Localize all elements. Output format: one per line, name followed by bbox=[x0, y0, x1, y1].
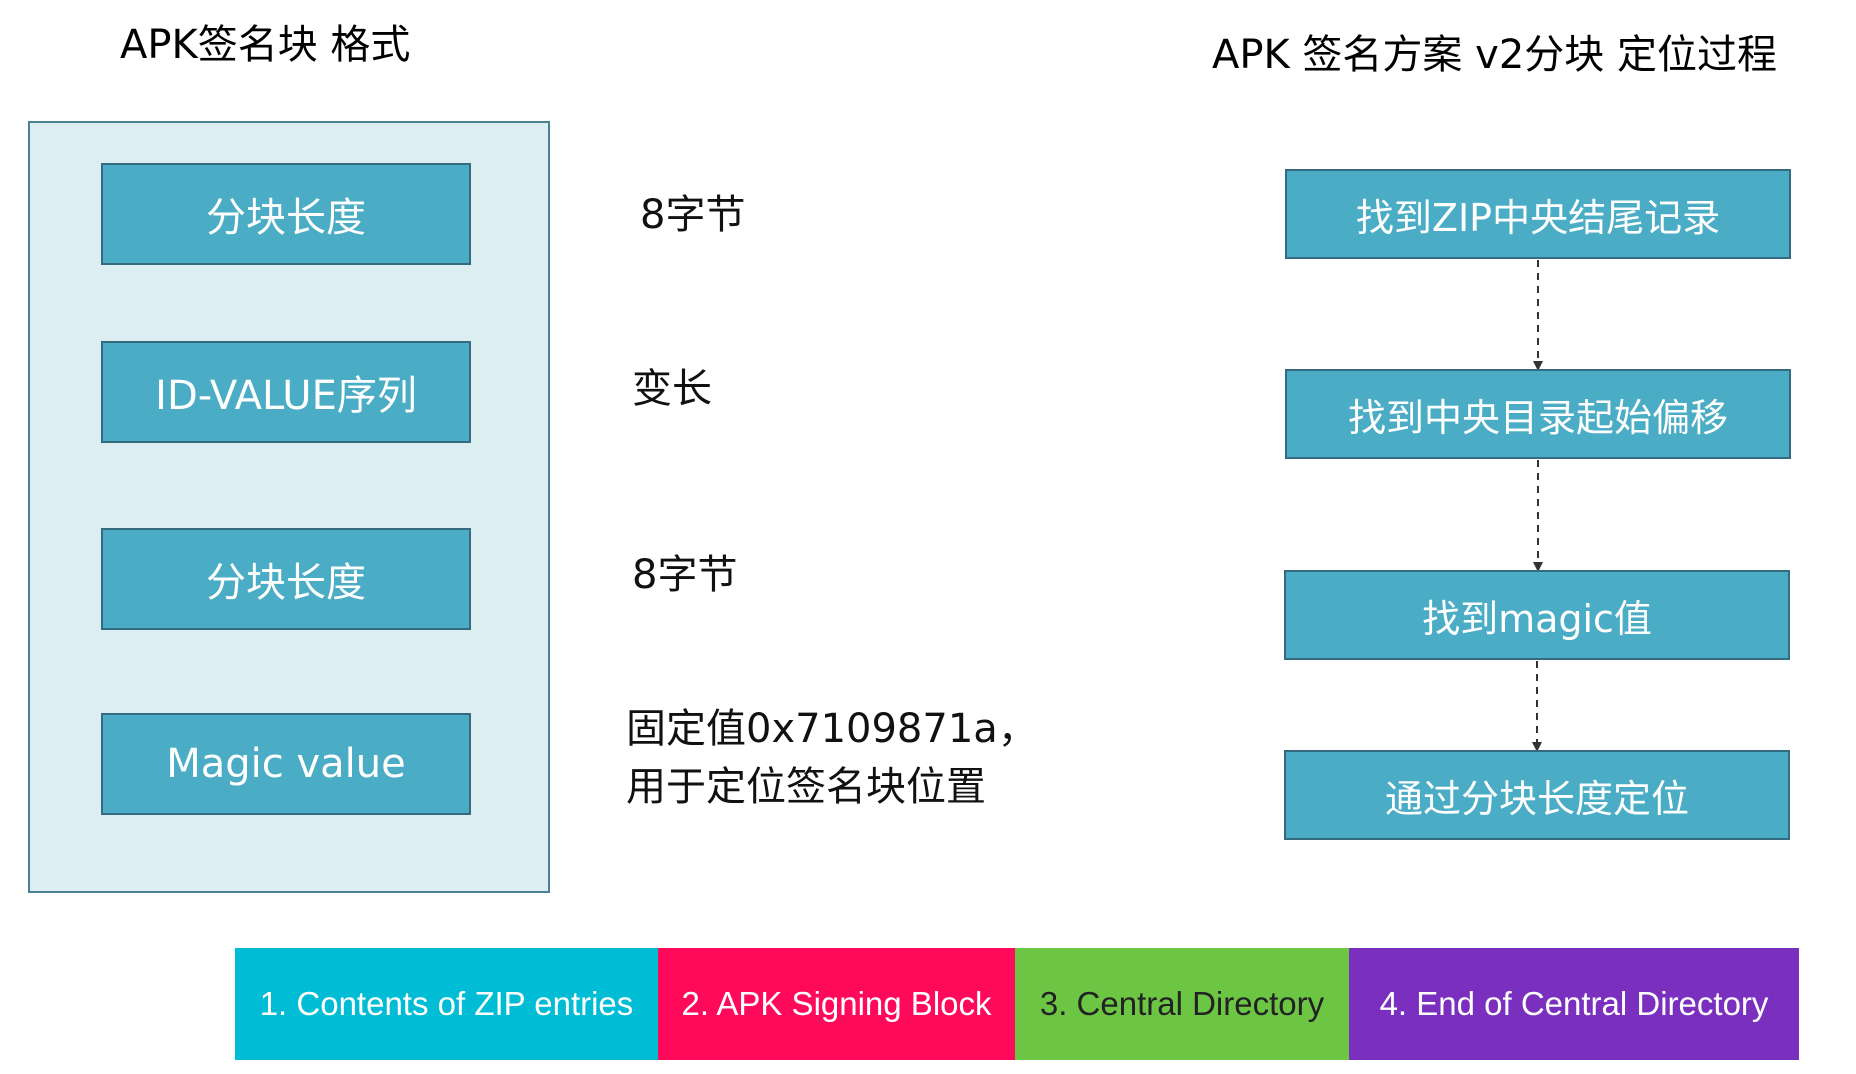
magic-note-line-1: 固定值0x7109871a， bbox=[626, 706, 1038, 752]
step-locate-by-block-size: 通过分块长度定位 bbox=[1284, 750, 1790, 840]
format-note-magic-value: 固定值0x7109871a， 用于定位签名块位置 bbox=[626, 700, 1038, 816]
format-note-size-start: 8字节 bbox=[640, 192, 746, 238]
format-block-id-value-sequence: ID-VALUE序列 bbox=[101, 341, 471, 443]
format-note-id-value-sequence: 变长 bbox=[632, 366, 712, 412]
format-title: APK签名块 格式 bbox=[120, 22, 411, 68]
apk-section-central-directory: 3. Central Directory bbox=[1015, 948, 1349, 1060]
format-block-size-start: 分块长度 bbox=[101, 163, 471, 265]
magic-note-line-2: 用于定位签名块位置 bbox=[626, 764, 986, 810]
step-find-central-directory-offset: 找到中央目录起始偏移 bbox=[1285, 369, 1791, 459]
format-block-magic-value: Magic value bbox=[101, 713, 471, 815]
format-block-size-end: 分块长度 bbox=[101, 528, 471, 630]
step-find-magic-value: 找到magic值 bbox=[1284, 570, 1790, 660]
format-note-size-end: 8字节 bbox=[632, 552, 738, 598]
apk-section-zip-entries: 1. Contents of ZIP entries bbox=[235, 948, 658, 1060]
step-find-eocd: 找到ZIP中央结尾记录 bbox=[1285, 169, 1791, 259]
apk-layout-bar: 1. Contents of ZIP entries 2. APK Signin… bbox=[235, 948, 1799, 1060]
apk-section-signing-block: 2. APK Signing Block bbox=[658, 948, 1015, 1060]
apk-section-end-of-central-directory: 4. End of Central Directory bbox=[1349, 948, 1799, 1060]
locate-process-title: APK 签名方案 v2分块 定位过程 bbox=[1212, 32, 1777, 78]
